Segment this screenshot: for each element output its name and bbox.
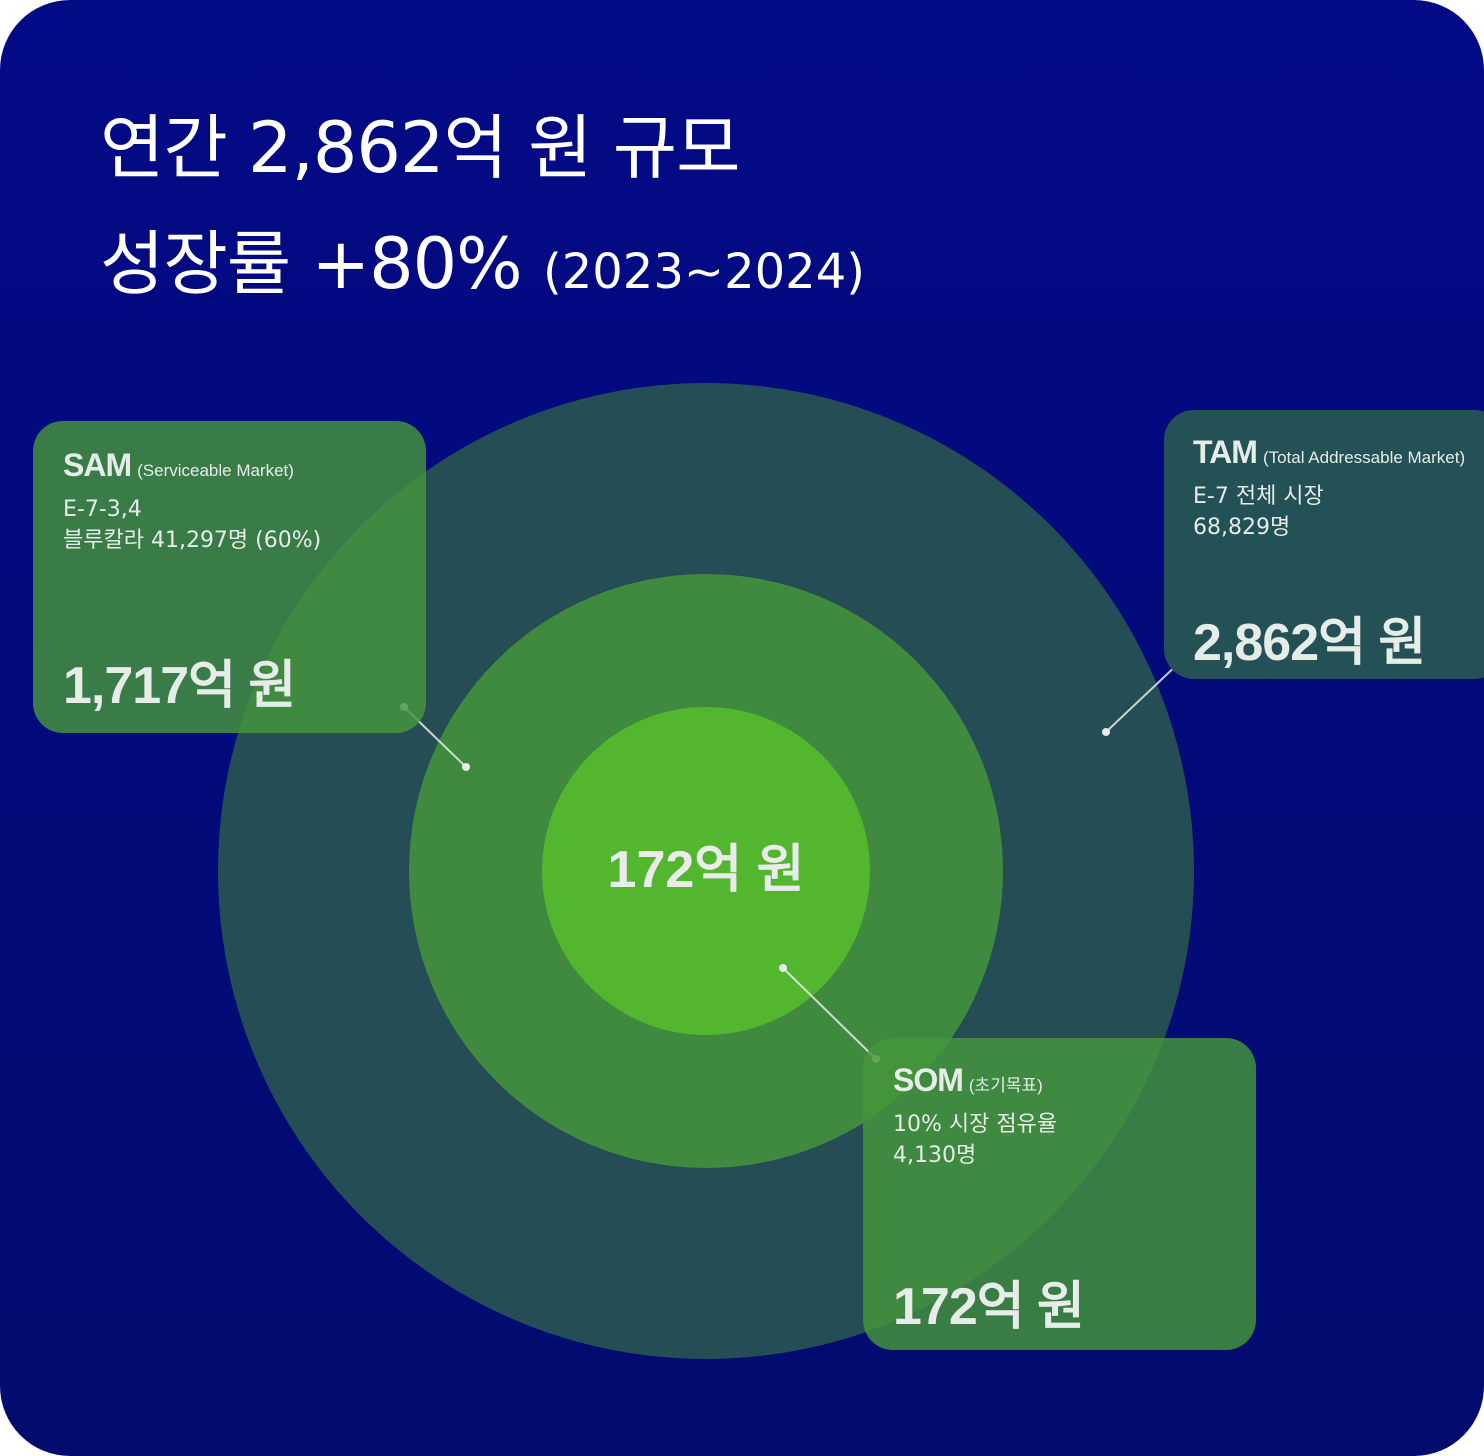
sam-label-box: SAM(Serviceable Market) E-7-3,4 블루칼라 41,… [33,421,426,733]
tam-label-box: TAM(Total Addressable Market) E-7 전체 시장 … [1164,410,1484,679]
som-subtitle: (초기목표) [968,1076,1043,1095]
som-description: 10% 시장 점유율 4,130명 [893,1112,1058,1168]
sam-title: SAM(Serviceable Market) [63,447,294,483]
som-circle [542,707,870,1035]
som-title: SOM(초기목표) [893,1062,1043,1098]
growth-period: (2023~2024) [542,244,865,300]
tam-amount: 2,862억 원 [1193,614,1426,672]
som-amount: 172억 원 [893,1278,1085,1336]
headline-market-size: 연간 2,862억 원 규모 [100,107,741,189]
sam-description: E-7-3,4 블루칼라 41,297명 (60%) [63,497,322,553]
tam-subtitle: (Total Addressable Market) [1262,448,1466,467]
som-center-value: 172억 원 [607,841,805,899]
growth-rate: 성장률 +80% [100,223,523,305]
sam-subtitle: (Serviceable Market) [137,461,294,480]
headline-growth: 성장률 +80% (2023~2024) [100,222,865,314]
tam-title: TAM(Total Addressable Market) [1193,434,1466,470]
sam-amount: 1,717억 원 [63,657,296,715]
tam-description: E-7 전체 시장 68,829명 [1193,484,1324,540]
som-label-box: SOM(초기목표) 10% 시장 점유율 4,130명 172억 원 [863,1038,1256,1350]
